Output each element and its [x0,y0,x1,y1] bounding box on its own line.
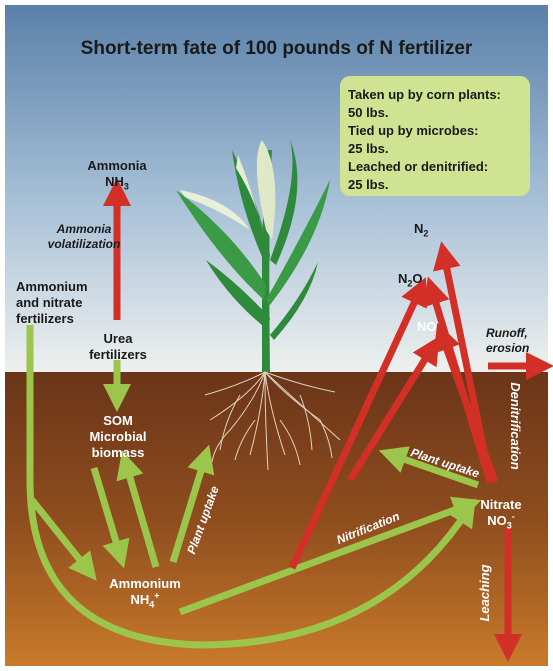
ammonium-nitrate-fertilizers-label: Ammonium and nitrate fertilizers [16,279,126,327]
ammonium-nitrate-line1: Ammonium [16,279,126,295]
ammonium-formula: NH4+ [100,592,190,608]
denitrification-label: Denitrification [507,371,523,481]
diagram-title: Short-term fate of 100 pounds of N ferti… [0,38,553,60]
som-line3: biomass [78,445,158,461]
som-microbial-biomass-label: SOM Microbial biomass [78,413,158,461]
summary-line-corn: Taken up by corn plants: [348,86,520,104]
nitrate-label: Nitrate NO3- [466,497,536,529]
nitrate-formula-sup: - [512,512,515,522]
summary-line-microbes: Tied up by microbes: [348,122,520,140]
ammonia-volatilization-line1: Ammonia [34,222,134,237]
nitrate-formula: NO3- [466,513,536,529]
som-line1: SOM [78,413,158,429]
no-label: NO [417,319,437,335]
n2-label: N2 [414,221,428,237]
n2o-base: N [398,271,407,286]
ammonium-text: Ammonium [100,576,190,592]
n2o-o: O [412,271,422,286]
nitrate-formula-base: NO [487,513,507,528]
ammonia-formula-base: NH [105,174,124,189]
urea-line1: Urea [78,331,158,347]
urea-fertilizers-label: Urea fertilizers [78,331,158,363]
ammonium-formula-base: NH [130,592,149,607]
summary-value-corn: 50 lbs. [348,104,520,122]
runoff-line1: Runoff, [486,326,550,341]
leaching-label: Leaching [477,558,493,628]
ammonia-volatilization-line2: volatilization [34,237,134,252]
som-line2: Microbial [78,429,158,445]
ammonium-formula-sub: 4 [149,600,154,610]
n2-base: N [414,221,423,236]
runoff-line2: erosion [486,341,550,356]
ammonium-label: Ammonium NH4+ [100,576,190,608]
ammonia-label: Ammonia NH3 [80,158,154,190]
urea-line2: fertilizers [78,347,158,363]
ammonia-formula: NH3 [80,174,154,190]
ammonia-text: Ammonia [80,158,154,174]
summary-line-leached: Leached or denitrified: [348,158,520,176]
nitrate-text: Nitrate [466,497,536,513]
ammonia-formula-sub: 3 [124,182,129,192]
summary-value-leached: 25 lbs. [348,176,520,194]
ammonium-nitrate-line2: and nitrate [16,295,126,311]
ammonium-nitrate-line3: fertilizers [16,311,126,327]
summary-box: Taken up by corn plants: 50 lbs. Tied up… [340,76,530,196]
n2-sub: 2 [423,229,428,239]
n2o-label: N2O [398,271,423,287]
nitrate-formula-sub: 3 [507,521,512,531]
summary-value-microbes: 25 lbs. [348,140,520,158]
ammonia-volatilization-label: Ammonia volatilization [34,222,134,252]
runoff-erosion-label: Runoff, erosion [486,326,550,356]
ammonium-formula-sup: + [154,591,159,601]
